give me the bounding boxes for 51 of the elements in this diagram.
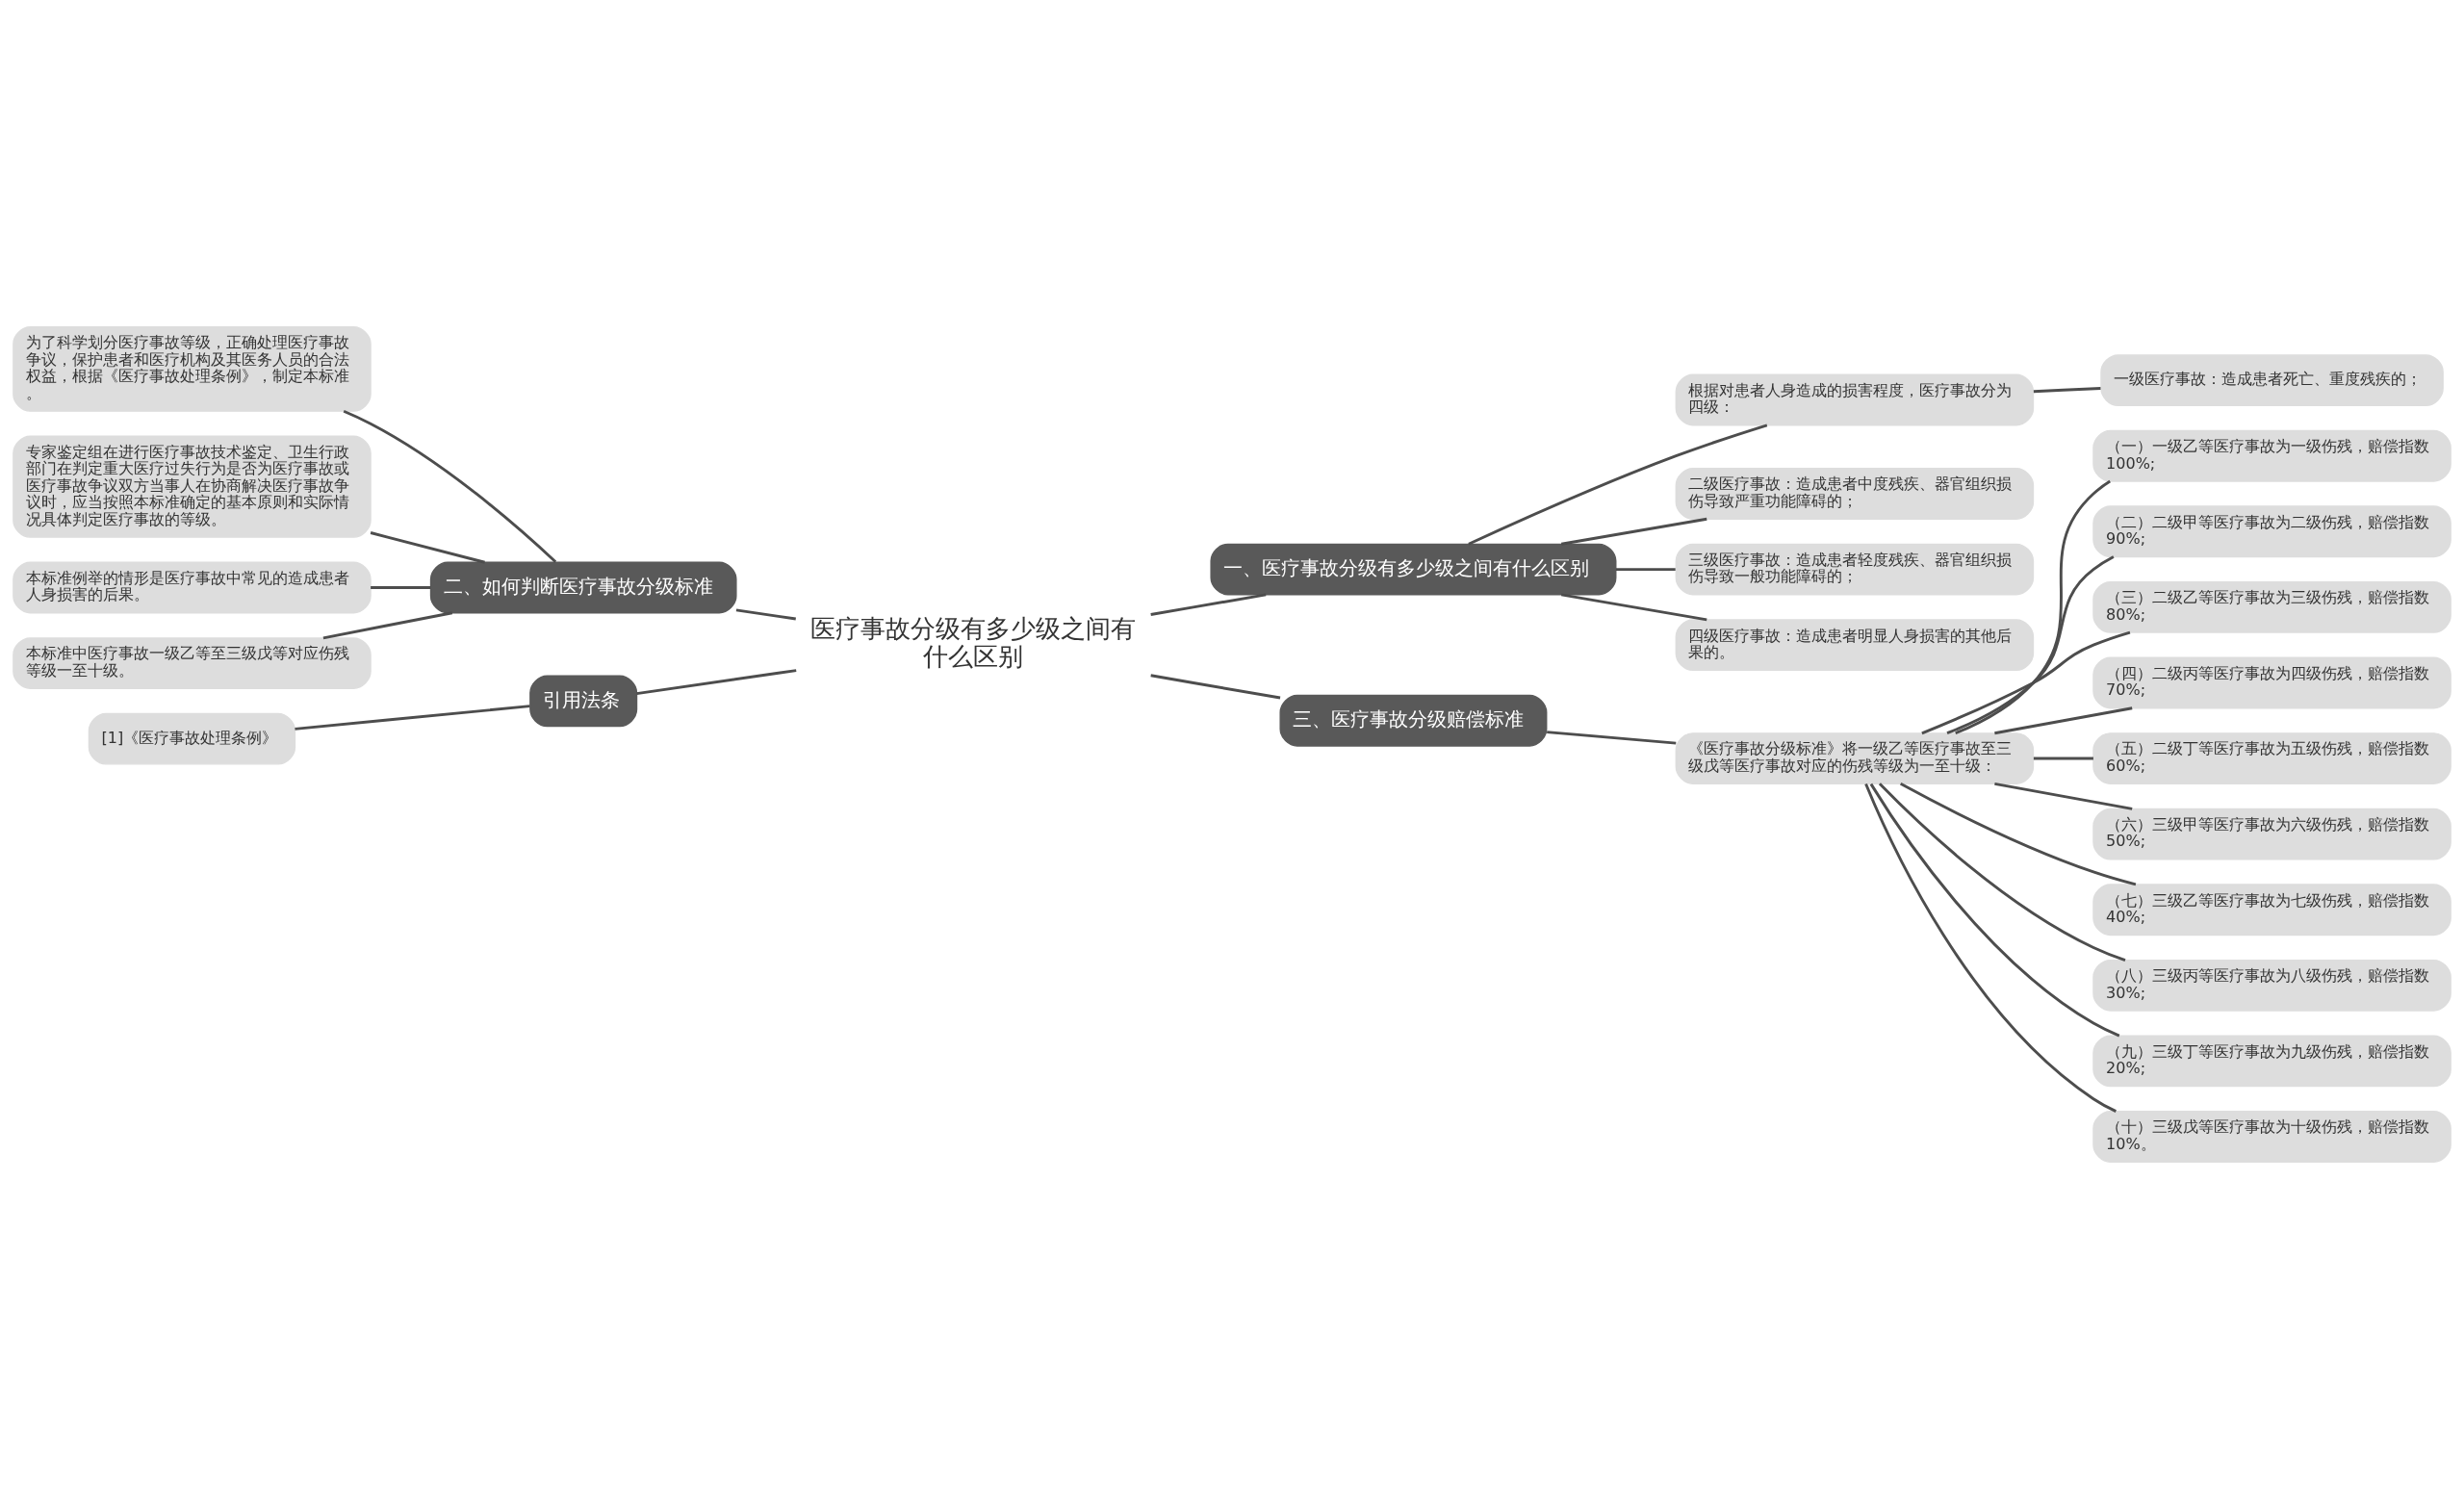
node-box: （九）三级丁等医疗事故为九级伤残，赔偿指数20%;: [2092, 1034, 2451, 1087]
node-box: 专家鉴定组在进行医疗事故技术鉴定、卫生行政部门在判定重大医疗过失行为是否为医疗事故或医疗事故争议双方当事人在协商解决医疗事故争议时，应当按照本标准确定的基本原则和实际情况具体判定医疗事故的等级。: [13, 435, 372, 538]
connector: [1150, 592, 1267, 616]
node-box: 四级医疗事故：造成患者明显人身损害的其他后果的。: [1675, 618, 2035, 671]
connector: [1468, 423, 1768, 546]
node-text: 医疗事故分级有多少级之间有什么区别: [810, 613, 1137, 671]
connector: [1560, 517, 1707, 546]
connector: [1547, 730, 1677, 745]
connector: [322, 610, 453, 639]
node-box: （三）二级乙等医疗事故为三级伤残，赔偿指数80%;: [2092, 580, 2451, 633]
node-box: [1]《医疗事故处理条例》: [88, 712, 296, 765]
connector: [1946, 554, 2115, 734]
connector: [2033, 386, 2101, 393]
connector: [1616, 567, 1676, 571]
node-box: 《医疗事故分级标准》将一级乙等医疗事故至三级戊等医疗事故对应的伤残等级为一至十级：: [1675, 731, 2035, 784]
connector: [370, 530, 485, 564]
connector: [1864, 782, 2117, 1113]
connector: [2033, 757, 2093, 759]
node-box: 引用法条: [529, 674, 638, 727]
node-box: （八）三级丙等医疗事故为八级伤残，赔偿指数30%;: [2092, 959, 2451, 1012]
connector: [1878, 782, 2126, 962]
connector: [735, 607, 796, 620]
node-box: 二级医疗事故：造成患者中度残疾、器官组织损伤导致严重功能障碍的；: [1675, 467, 2035, 520]
connector: [1869, 782, 2120, 1037]
connector: [1921, 630, 2131, 734]
node-box: 一、医疗事故分级有多少级之间有什么区别: [1210, 543, 1617, 595]
node-box: 一级医疗事故：造成患者死亡、重度残疾的；: [2100, 353, 2444, 406]
node-box: （一）一级乙等医疗事故为一级伤残，赔偿指数100%;: [2092, 429, 2451, 482]
node-box: 三级医疗事故：造成患者轻度残疾、器官组织损伤导致一般功能障碍的；: [1675, 543, 2035, 595]
node-box: （四）二级丙等医疗事故为四级伤残，赔偿指数70%;: [2092, 656, 2451, 708]
connector: [1994, 706, 2133, 734]
connector: [343, 409, 557, 563]
connector: [295, 704, 530, 731]
node-box: （五）二级丁等医疗事故为五级伤残，赔偿指数60%;: [2092, 731, 2451, 784]
node-box: （七）三级乙等医疗事故为七级伤残，赔偿指数40%;: [2092, 883, 2451, 936]
connector: [1150, 673, 1281, 699]
connector: [1561, 592, 1707, 621]
node-box: 二、如何判断医疗事故分级标准: [429, 561, 737, 613]
node-box: （十）三级戊等医疗事故为十级伤残，赔偿指数10%。: [2092, 1110, 2451, 1163]
node-box: 为了科学划分医疗事故等级，正确处理医疗事故争议，保护患者和医疗机构及其医务人员的合法权益，根据《医疗事故处理条例》，制定本标准。: [13, 325, 372, 412]
node-box: 本标准中医疗事故一级乙等至三级戊等对应伤残等级一至十级。: [13, 636, 372, 689]
connector: [371, 585, 431, 589]
connector: [1955, 479, 2111, 734]
node-box: （六）三级甲等医疗事故为六级伤残，赔偿指数50%;: [2092, 808, 2451, 860]
node-box: 本标准例举的情形是医疗事故中常见的造成患者人身损害的后果。: [13, 561, 372, 613]
connector: [636, 668, 797, 695]
connector: [1994, 782, 2133, 810]
node-box: 三、医疗事故分级赔偿标准: [1279, 694, 1548, 747]
connector: [1900, 782, 2137, 885]
node-box: （二）二级甲等医疗事故为二级伤残，赔偿指数90%;: [2092, 504, 2451, 557]
node-box: 根据对患者人身造成的损害程度，医疗事故分为四级：: [1675, 373, 2035, 425]
